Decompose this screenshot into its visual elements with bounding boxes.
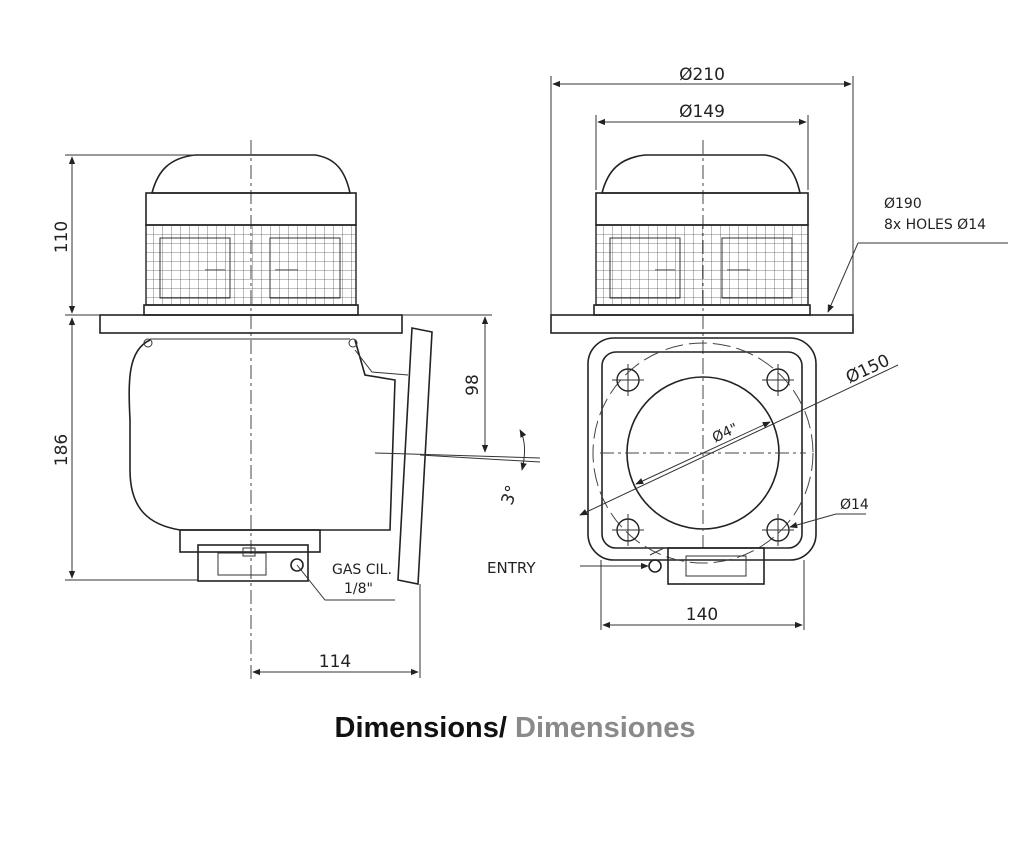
- dim-height-body: 186: [52, 434, 72, 466]
- dim-outer-diameter: Ø210: [679, 65, 725, 85]
- label-holes-line1: Ø190: [884, 196, 922, 212]
- caption-english: Dimensions/: [334, 712, 507, 744]
- dim-square-width: 140: [686, 605, 718, 625]
- label-holes-line2: 8x HOLES Ø14: [884, 217, 986, 233]
- dim-angle: 3°: [498, 483, 523, 508]
- side-view: 110 186 98 3° 114 GAS CIL. 1/8": [52, 140, 541, 680]
- front-view: Ø210 Ø149: [487, 65, 1008, 630]
- dim-small-hole: Ø14: [840, 497, 869, 513]
- dim-width: 114: [319, 652, 351, 672]
- label-gas-line1: GAS CIL.: [332, 562, 392, 578]
- dim-flange-offset: 98: [463, 374, 483, 396]
- technical-drawing: 110 186 98 3° 114 GAS CIL. 1/8" Ø210: [52, 65, 1008, 680]
- dim-height-top: 110: [52, 221, 72, 253]
- figure-caption: Dimensions/ Dimensiones: [0, 712, 1030, 745]
- caption-spanish: Dimensiones: [506, 712, 696, 744]
- dim-inner-diameter: Ø149: [679, 102, 725, 122]
- label-gas-line2: 1/8": [344, 581, 373, 597]
- label-entry: ENTRY: [487, 559, 536, 577]
- dim-flange-diameter: Ø150: [843, 351, 893, 389]
